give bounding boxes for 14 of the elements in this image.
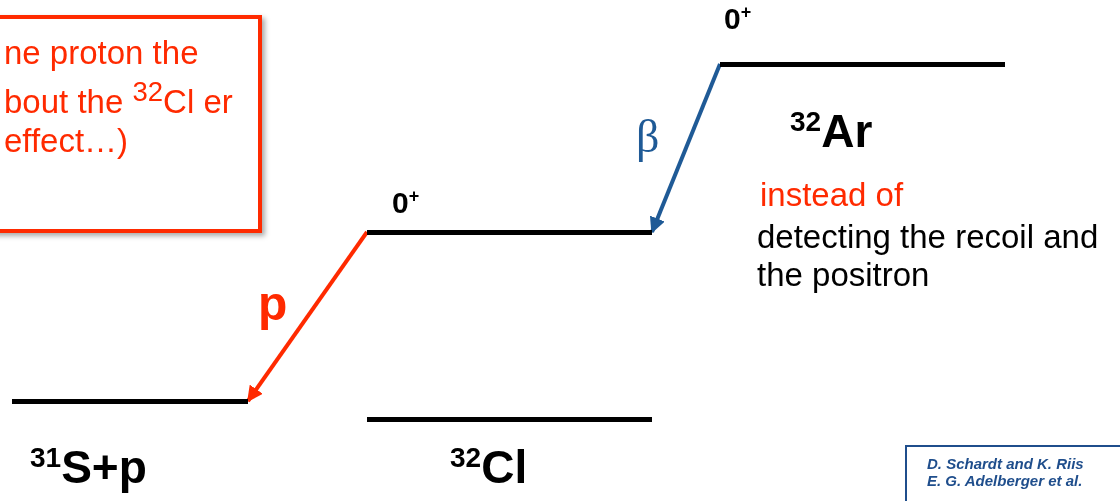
edge-label: p <box>258 276 288 331</box>
reference-text: E. G. Adelberger et al. <box>927 472 1084 489</box>
nucleus-label: $^{32}$Ar <box>790 104 873 158</box>
edge-label: β <box>636 110 660 163</box>
note-text: instead of <box>760 176 904 214</box>
note-text: detecting the recoil and the positron <box>757 218 1100 294</box>
nucleus-label: $^{31}$S+p <box>30 440 147 494</box>
reference-text: D. Schardt and K. Riis <box>927 455 1085 472</box>
note-text: ne proton the bout the $^{32}$Cl er effect…) <box>4 33 234 160</box>
spin-parity-label: 0$^{+}$ <box>724 2 752 36</box>
nucleus-label: $^{32}$Cl <box>450 440 528 494</box>
arrow <box>246 230 369 403</box>
spin-parity-label: 0$^{+}$ <box>392 186 420 220</box>
arrow <box>650 63 722 234</box>
